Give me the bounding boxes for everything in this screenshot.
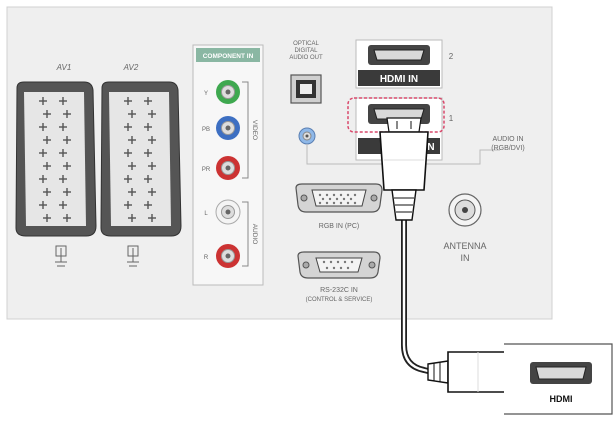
hdmi-port-1-number: 1 xyxy=(449,114,454,123)
component-jack-white xyxy=(215,199,241,225)
scart-av2: AV2 xyxy=(100,63,182,267)
tv-back-panel xyxy=(6,6,553,320)
optical-audio-out: OPTICAL DIGITAL AUDIO OUT xyxy=(289,41,323,104)
component-jack-green xyxy=(216,80,240,104)
component-in-label: COMPONENT IN xyxy=(203,53,254,60)
antenna-sublabel: IN xyxy=(461,253,470,263)
video-label: VIDEO xyxy=(251,120,258,140)
antenna-in-jack xyxy=(448,193,482,227)
av2-label: AV2 xyxy=(123,63,139,72)
optical-label-3: AUDIO OUT xyxy=(289,55,323,61)
component-in-block: COMPONENT IN Y PB PR L R xyxy=(192,44,264,286)
rs232c-sublabel: (CONTROL & SERVICE) xyxy=(306,297,373,303)
scart-av1: AV1 xyxy=(15,63,97,267)
hdmi-in-label: HDMI IN xyxy=(380,74,418,85)
hdmi-port-2 xyxy=(368,45,430,65)
component-jack-red-audio xyxy=(216,244,240,268)
rs232c-label: RS-232C IN xyxy=(320,287,358,294)
audio-in-label: AUDIO IN xyxy=(492,136,523,143)
optical-label-1: OPTICAL xyxy=(293,41,319,47)
rgb-in-label: RGB IN (PC) xyxy=(319,223,359,230)
optical-label-2: DIGITAL xyxy=(295,48,319,54)
audio-in-sublabel: (RGB/DVI) xyxy=(491,145,524,152)
audio-in-jack xyxy=(298,127,500,165)
av2-ground-icon xyxy=(127,245,139,267)
av1-ground-icon xyxy=(55,245,67,267)
svg-text:N: N xyxy=(427,142,434,153)
audio-label: AUDIO xyxy=(251,224,258,245)
component-pin-pb: PB xyxy=(202,127,210,133)
device-hdmi-label: HDMI xyxy=(550,394,573,404)
component-pin-pr: PR xyxy=(202,167,211,173)
av1-label: AV1 xyxy=(56,63,72,72)
component-jack-red-video xyxy=(216,156,240,180)
hdmi-plug-tv-side xyxy=(379,117,429,221)
rgb-in-port xyxy=(295,183,383,213)
hdmi-in-label-bar xyxy=(358,70,440,86)
external-device: HDMI xyxy=(504,343,613,415)
component-jack-blue xyxy=(216,116,240,140)
component-pin-r: R xyxy=(204,255,209,261)
component-pin-y: Y xyxy=(204,91,208,97)
av2-pin-grid xyxy=(124,97,156,222)
antenna-label: ANTENNA xyxy=(443,241,486,251)
component-in-header xyxy=(196,48,260,62)
rs232c-in-port xyxy=(297,251,381,279)
av1-pin-grid xyxy=(39,97,71,222)
hdmi-cable xyxy=(379,117,527,393)
hdmi-port-2-number: 2 xyxy=(449,52,454,61)
component-pin-l: L xyxy=(204,211,208,217)
